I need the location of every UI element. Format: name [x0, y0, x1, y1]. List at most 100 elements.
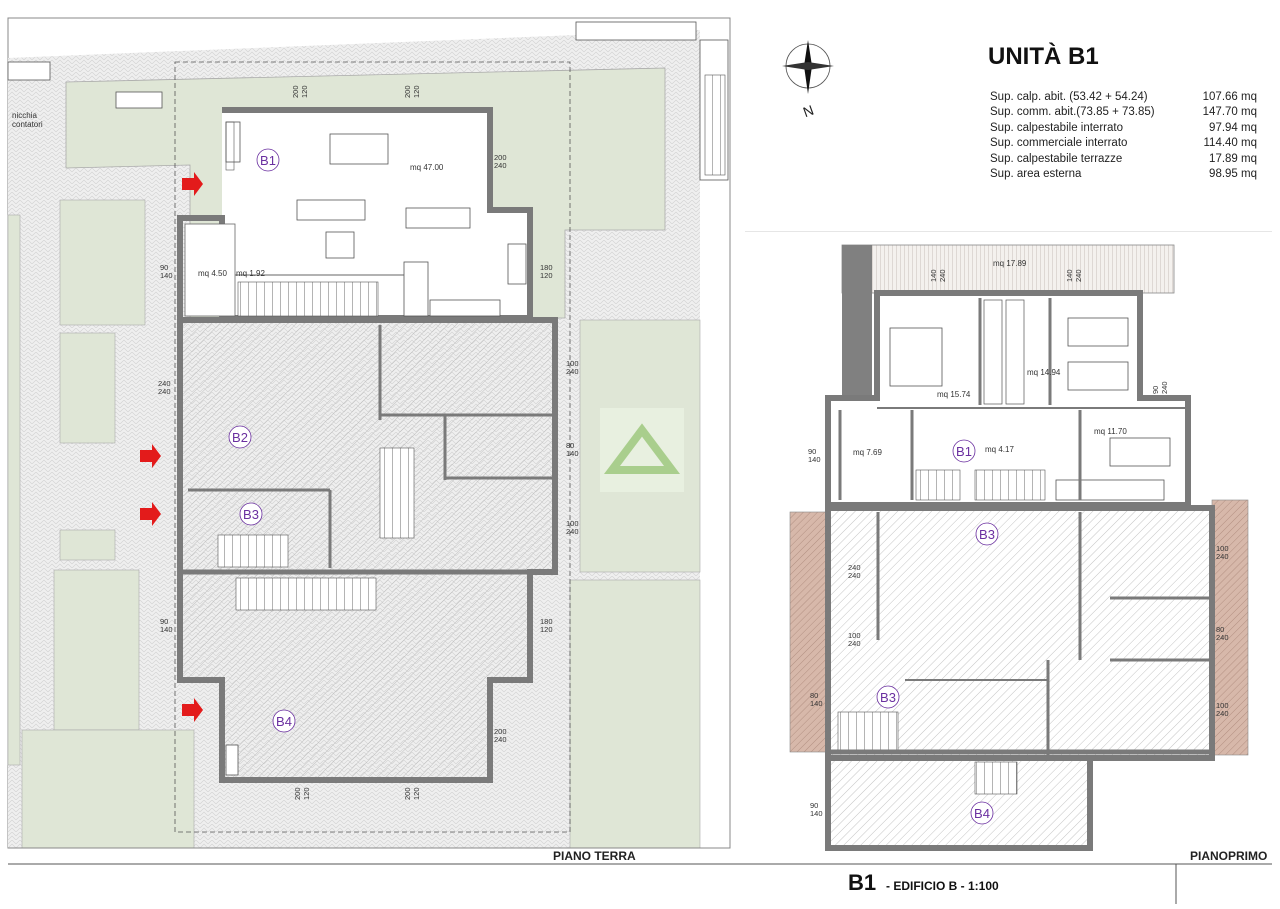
room-area: mq 4.17 [985, 445, 1014, 454]
nicchia-line-1: nicchia [12, 111, 37, 120]
unit-tag-circle [952, 439, 976, 463]
surface-label: Sup. calp. abit. (53.42 + 54.24) [990, 91, 1148, 103]
stair-b4 [235, 577, 377, 611]
window-dim-top: 80 [566, 441, 574, 450]
unit-tag: B3 [880, 690, 896, 705]
window-dim-top: 90 [1151, 386, 1160, 394]
window-dim-bottom: 240 [938, 269, 947, 282]
window-dim-top: 180 [540, 263, 553, 272]
surface-label: Sup. area esterna [990, 168, 1082, 180]
window-dim-top: 140 [929, 269, 938, 282]
lawn-patch-2 [59, 332, 116, 444]
bed-1 [1067, 317, 1129, 347]
window-dim-bottom: 140 [160, 625, 173, 634]
nicchia-line-2: contatori [12, 120, 43, 129]
window-dim-top: 80 [1216, 625, 1224, 634]
cabinet [225, 121, 241, 163]
window-dim-top: 90 [160, 263, 168, 272]
surface-label: Sup. calpestabile terrazze [990, 153, 1122, 165]
unit-tag: B3 [979, 527, 995, 542]
room-area: mq 17.89 [993, 259, 1027, 268]
window-dim-bottom: 240 [848, 639, 861, 648]
terrace-west [789, 511, 829, 753]
window-dim-top: 200 [403, 85, 412, 98]
north-building-edge [575, 21, 697, 41]
kitchen-island [405, 207, 471, 229]
window-dim-bottom: 140 [810, 699, 823, 708]
bed-2 [1067, 361, 1129, 391]
footer-subtitle: - EDIFICIO B - 1:100 [886, 879, 999, 893]
lawn-patch-3 [59, 529, 116, 561]
window-dim-top: 200 [293, 787, 302, 800]
window-dim-top: 200 [494, 153, 507, 162]
window-dim-top: 240 [158, 379, 171, 388]
unit-tag-circle [272, 709, 296, 733]
window-dim-top: 240 [848, 563, 861, 572]
unit-tag-circle [228, 425, 252, 449]
window-dim-top: 100 [1216, 544, 1229, 553]
lawn-patch-4 [53, 569, 140, 731]
room-area: mq 15.74 [937, 390, 971, 399]
unit-tag-circle [876, 685, 900, 709]
window-dim-bottom: 120 [300, 85, 309, 98]
window-dim-bottom: 240 [848, 571, 861, 580]
room-area: mq 7.69 [853, 448, 882, 457]
ground-floor-plan [7, 21, 730, 849]
unit-tag-circle [970, 801, 994, 825]
window-dim-top: 100 [848, 631, 861, 640]
window-dim-bottom: 240 [566, 367, 579, 376]
window-dim-bottom: 120 [412, 85, 421, 98]
window-dim-bottom: 240 [1074, 269, 1083, 282]
wardrobe [1055, 479, 1165, 501]
unit-tag: B4 [974, 806, 990, 821]
watermark-logo [600, 408, 684, 492]
first-floor-plan [745, 231, 1272, 851]
surface-value: 107.66 mq [1203, 91, 1257, 103]
window-dim-bottom: 240 [1160, 381, 1169, 394]
room-area: mq 1.92 [236, 269, 265, 278]
window-dim-top: 90 [808, 447, 816, 456]
unit-tag-circle [256, 148, 280, 172]
entrance-arrow-b4 [182, 698, 203, 722]
entrance-arrow-b2 [140, 444, 161, 468]
lawn-southwest [21, 729, 195, 849]
unit-tag: B3 [243, 507, 259, 522]
window-dim-bottom: 140 [808, 455, 821, 464]
window-dim-bottom: 240 [1216, 709, 1229, 718]
east-stair [704, 74, 726, 176]
room-area: mq 4.50 [198, 269, 227, 278]
terrace-wood [841, 244, 1175, 294]
surface-value: 147.70 mq [1203, 106, 1257, 118]
unit-tag: B1 [956, 444, 972, 459]
compass-north-letter: N [801, 102, 816, 120]
fridge [403, 261, 429, 317]
window-dim-top: 100 [566, 519, 579, 528]
surface-table: Sup. calp. abit. (53.42 + 54.24) 107.66 m… [990, 91, 1257, 180]
bed-master [889, 327, 943, 387]
surface-value: 17.89 mq [1209, 153, 1257, 165]
surface-label: Sup. comm. abit.(73.85 + 73.85) [990, 106, 1155, 118]
stair-b1 [237, 281, 379, 317]
surface-label: Sup. commerciale interrato [990, 137, 1127, 149]
window-dim-top: 80 [810, 691, 818, 700]
window-dim-top: 90 [160, 617, 168, 626]
label-piano-terra: PIANO TERRA [553, 849, 636, 863]
unit-tag-circle [975, 522, 999, 546]
window-dim-bottom: 240 [566, 527, 579, 536]
north-compass: N [782, 40, 834, 120]
units-b2-b4-hatched [177, 317, 558, 783]
window-dim-top: 90 [810, 801, 818, 810]
dining-table [329, 133, 389, 165]
footer-code: B1 [848, 870, 876, 895]
unit-tag-circle [239, 502, 263, 526]
window-dim-bottom: 120 [540, 271, 553, 280]
window-dim-bottom: 240 [494, 735, 507, 744]
window-dim-bottom: 120 [302, 787, 311, 800]
window-dim-bottom: 240 [494, 161, 507, 170]
window-dim-bottom: 120 [540, 625, 553, 634]
surface-value: 97.94 mq [1209, 122, 1257, 134]
